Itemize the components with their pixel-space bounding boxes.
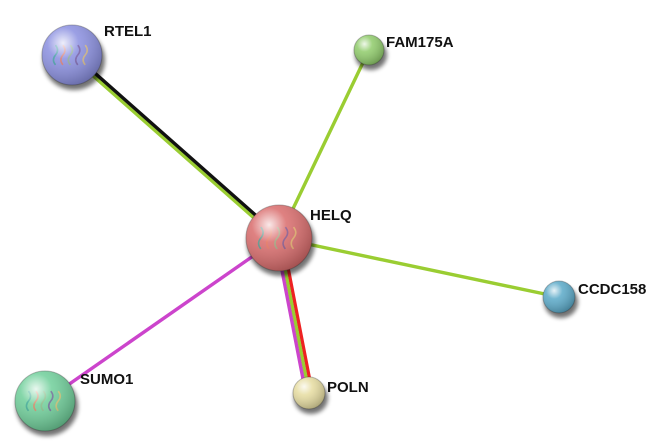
node-fam175a[interactable]: FAM175A <box>353 34 454 70</box>
node-ccdc158[interactable]: CCDC158 <box>542 280 646 318</box>
edge-evidence-line <box>71 52 282 239</box>
node-rtel1[interactable]: RTEL1 <box>41 23 152 90</box>
edge-helq-sumo1[interactable] <box>43 236 281 403</box>
node-label-sumo1: SUMO1 <box>80 371 133 388</box>
node-poln[interactable]: POLN <box>292 376 369 414</box>
edge-evidence-line <box>277 236 561 299</box>
node-gloss <box>354 35 384 65</box>
edge-evidence-line <box>43 236 281 403</box>
edge-evidence-line <box>277 48 371 240</box>
edge-evidence-line <box>69 54 280 241</box>
node-sumo1[interactable]: SUMO1 <box>14 370 133 436</box>
node-gloss <box>293 377 325 409</box>
edge-helq-ccdc158[interactable] <box>277 236 561 299</box>
node-gloss <box>246 205 312 271</box>
node-gloss <box>15 371 75 431</box>
node-helq[interactable]: HELQ <box>245 204 352 276</box>
node-label-poln: POLN <box>327 379 369 396</box>
node-label-rtel1: RTEL1 <box>104 23 152 40</box>
node-gloss <box>42 25 102 85</box>
node-label-ccdc158: CCDC158 <box>578 281 646 298</box>
node-gloss <box>543 281 575 313</box>
node-label-helq: HELQ <box>310 207 352 224</box>
node-label-fam175a: FAM175A <box>386 34 454 51</box>
edge-helq-fam175a[interactable] <box>277 48 371 240</box>
edge-helq-rtel1[interactable] <box>69 52 282 241</box>
